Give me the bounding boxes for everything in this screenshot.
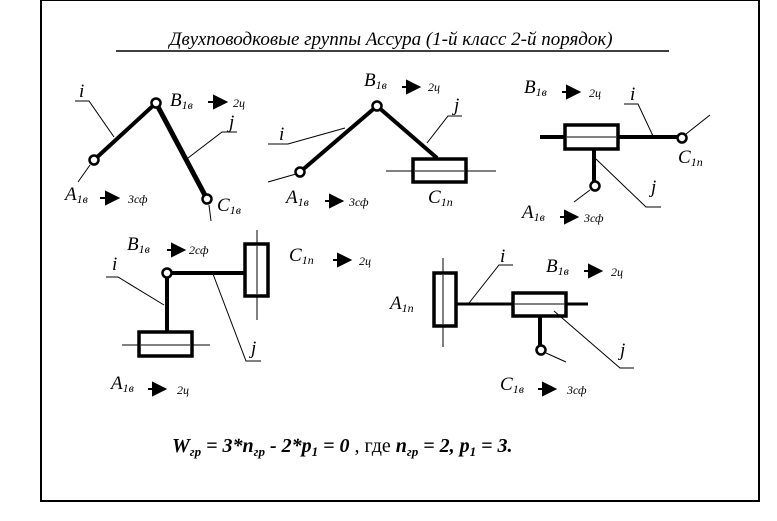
- link-j: [375, 104, 439, 160]
- joint-c-label: C1п: [289, 245, 314, 267]
- joint-b: [371, 100, 383, 112]
- joint-a-mark: 3сф: [583, 211, 604, 225]
- leader-j: [187, 131, 237, 159]
- leader-j: [553, 310, 634, 369]
- label-i: i: [79, 81, 84, 102]
- label-j: j: [451, 95, 459, 116]
- joint-a-label: A1п: [388, 293, 414, 315]
- joint-c-label: C1в: [217, 195, 241, 217]
- joint-c: [535, 344, 547, 356]
- leader-j: [212, 273, 261, 362]
- leader-j: [595, 158, 661, 208]
- joint-a: [589, 180, 601, 192]
- joint-b-mark: 2ц: [611, 265, 623, 279]
- joint-c: [676, 132, 688, 144]
- leader-i: [268, 127, 346, 145]
- joint-c-label: C1п: [678, 147, 703, 169]
- leader-c: [545, 352, 567, 363]
- leader-j: [426, 115, 462, 144]
- arrow-icon: [562, 84, 582, 100]
- arrow-icon: [333, 252, 353, 268]
- group-prp: i j B1в 2сф C1п 2ц A1в 2ц: [106, 230, 371, 397]
- leader-a: [267, 173, 297, 183]
- label-j: j: [648, 177, 656, 198]
- link-i: [298, 104, 379, 174]
- joint-c-mark: 3сф: [566, 383, 587, 397]
- joint-b-label: B1в: [170, 90, 193, 112]
- joint-b: [150, 97, 162, 109]
- group-rpr: i j B1в 2ц A1в 3сф C1п: [520, 77, 711, 225]
- arrow-icon: [100, 190, 121, 206]
- frame-border: [40, 0, 760, 502]
- label-i: i: [630, 84, 635, 105]
- joint-b: [161, 267, 173, 279]
- label-i: i: [112, 254, 117, 275]
- joint-c-mark: 2ц: [359, 254, 371, 268]
- label-j: j: [248, 338, 256, 359]
- arrow-icon: [148, 381, 168, 397]
- arrow-icon: [402, 79, 422, 95]
- joint-a-label: A1в: [284, 187, 309, 209]
- label-i: i: [500, 246, 505, 267]
- link-i: [92, 101, 158, 162]
- leader-i: [75, 100, 115, 138]
- joint-a: [294, 166, 306, 178]
- group-rrp: i j B1в 2ц A1в 3сф C1п: [267, 70, 496, 209]
- arrow-icon: [325, 193, 345, 209]
- slider-a: [432, 271, 458, 328]
- joint-c: [201, 193, 213, 205]
- label-j: j: [617, 340, 625, 361]
- joint-c-label: C1в: [500, 374, 524, 396]
- joint-b-mark: 2ц: [233, 96, 245, 110]
- mobility-formula: Wгр = 3*nгр - 2*p1 = 0 , где nгр = 2, p1…: [172, 435, 513, 459]
- joint-a-mark: 3сф: [127, 192, 148, 206]
- arrow-icon: [208, 94, 229, 110]
- joint-a: [88, 154, 100, 166]
- label-j: j: [226, 112, 234, 133]
- slider-a: [137, 330, 194, 358]
- diagram-title: Двухповодковые группы Ассура (1-й класс …: [167, 29, 612, 50]
- joint-b-mark: 2ц: [589, 86, 601, 100]
- leader-a: [77, 164, 91, 183]
- joint-a-mark: 3сф: [348, 195, 369, 209]
- arrow-icon: [167, 242, 187, 258]
- joint-a-mark: 2ц: [177, 383, 189, 397]
- leader-i: [624, 103, 654, 137]
- joint-a-label: A1в: [520, 202, 545, 224]
- leader-i: [468, 264, 513, 304]
- label-i: i: [279, 124, 284, 145]
- group-rrr: i j B1в 2ц A1в 3сф C1в: [63, 81, 245, 222]
- joint-b-label: B1в: [546, 256, 569, 278]
- joint-b-label: B1в: [364, 70, 387, 92]
- joint-b-mark: 2ц: [428, 80, 440, 94]
- group-ppr: i j A1п B1в 2ц C1в 3сф: [388, 246, 634, 397]
- arrow-icon: [584, 263, 604, 279]
- joint-c-label: C1п: [428, 187, 453, 209]
- leader-c: [208, 204, 212, 222]
- joint-b-mark: 2сф: [189, 243, 209, 257]
- leader-a: [573, 189, 591, 203]
- arrow-icon: [560, 209, 580, 225]
- joint-b-label: B1в: [127, 234, 150, 256]
- joint-a-label: A1в: [63, 184, 88, 206]
- joint-b-label: B1в: [524, 77, 547, 99]
- arrow-icon: [538, 381, 558, 397]
- link-j: [153, 101, 210, 201]
- leader-i: [106, 276, 165, 306]
- leader-c: [685, 114, 711, 135]
- joint-a-label: A1в: [109, 373, 134, 395]
